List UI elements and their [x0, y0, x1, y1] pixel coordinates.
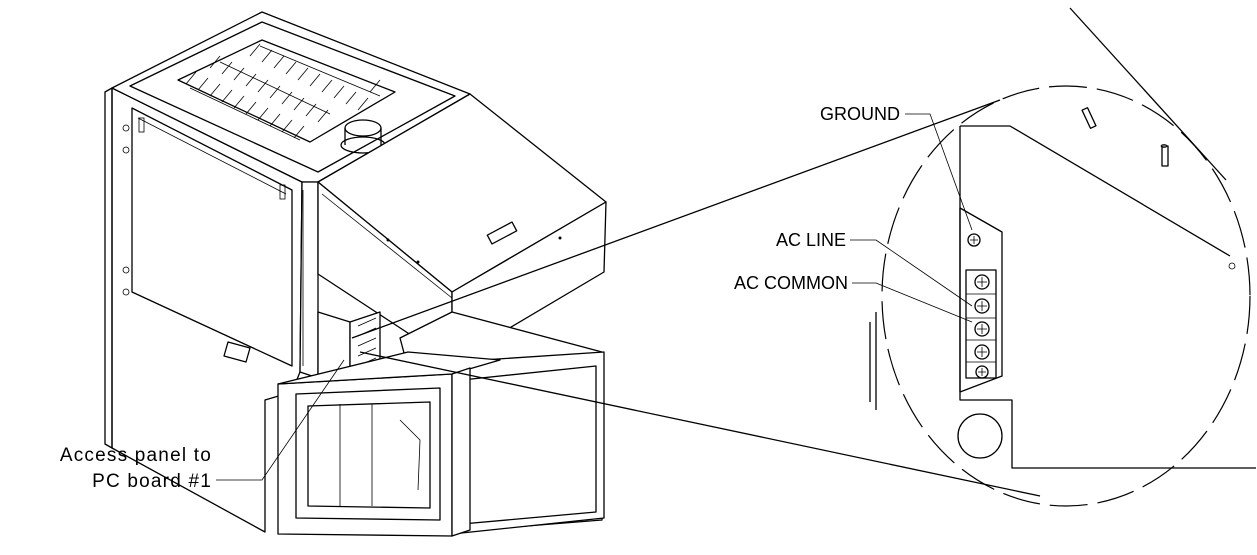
- ac-line-label: AC LINE: [776, 230, 846, 250]
- access-panel-label-line1: Access panel to: [60, 445, 212, 466]
- duct-frame: [277, 351, 501, 537]
- zoom-line-top: [351, 99, 1001, 339]
- ac-line-leader: [850, 239, 973, 307]
- detail-view: [869, 7, 1256, 507]
- access-panel-label-line2: PC board #1: [92, 471, 212, 492]
- ground-leader: [905, 113, 973, 231]
- latch-icon: [138, 117, 145, 133]
- ac-common-leader: [852, 282, 973, 323]
- detail-circle: [881, 85, 1251, 507]
- handle-icon: [486, 221, 518, 245]
- ground-screw-icon: [967, 233, 981, 247]
- terminal-screw-icon: [974, 274, 990, 379]
- top-grille: [177, 39, 396, 143]
- flue-pipe: [340, 119, 386, 154]
- ground-label: GROUND: [820, 104, 900, 124]
- ac-common-label: AC COMMON: [734, 273, 848, 293]
- zoom-line-bottom: [359, 351, 1041, 497]
- latch-icon: [279, 184, 286, 200]
- access-leader: [216, 359, 345, 481]
